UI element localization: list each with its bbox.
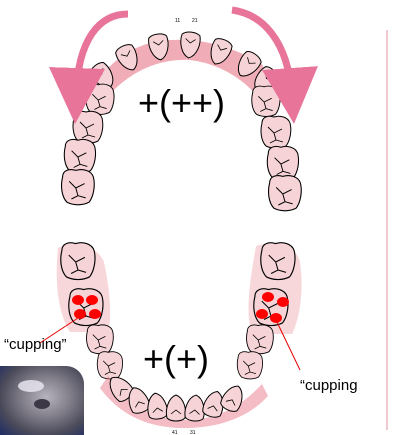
upper-tooth-number-right: 21 (192, 18, 198, 24)
photo-highlight (18, 380, 44, 392)
photo-cupping-pit (34, 399, 50, 409)
cupping-label-right: “cupping (300, 377, 358, 394)
cupping-label-left: “cupping” (4, 336, 67, 353)
lower-tooth-number-right: 31 (190, 430, 196, 435)
tooth-photo (0, 366, 84, 435)
upper-tooth-number-left: 11 (175, 18, 180, 24)
upper-arch: 11 21 +(++) (62, 10, 302, 211)
upper-score-label: +(++) (138, 82, 225, 123)
lower-score-label: +(+) (143, 338, 209, 379)
lower-tooth-number-left: 41 (172, 430, 178, 435)
